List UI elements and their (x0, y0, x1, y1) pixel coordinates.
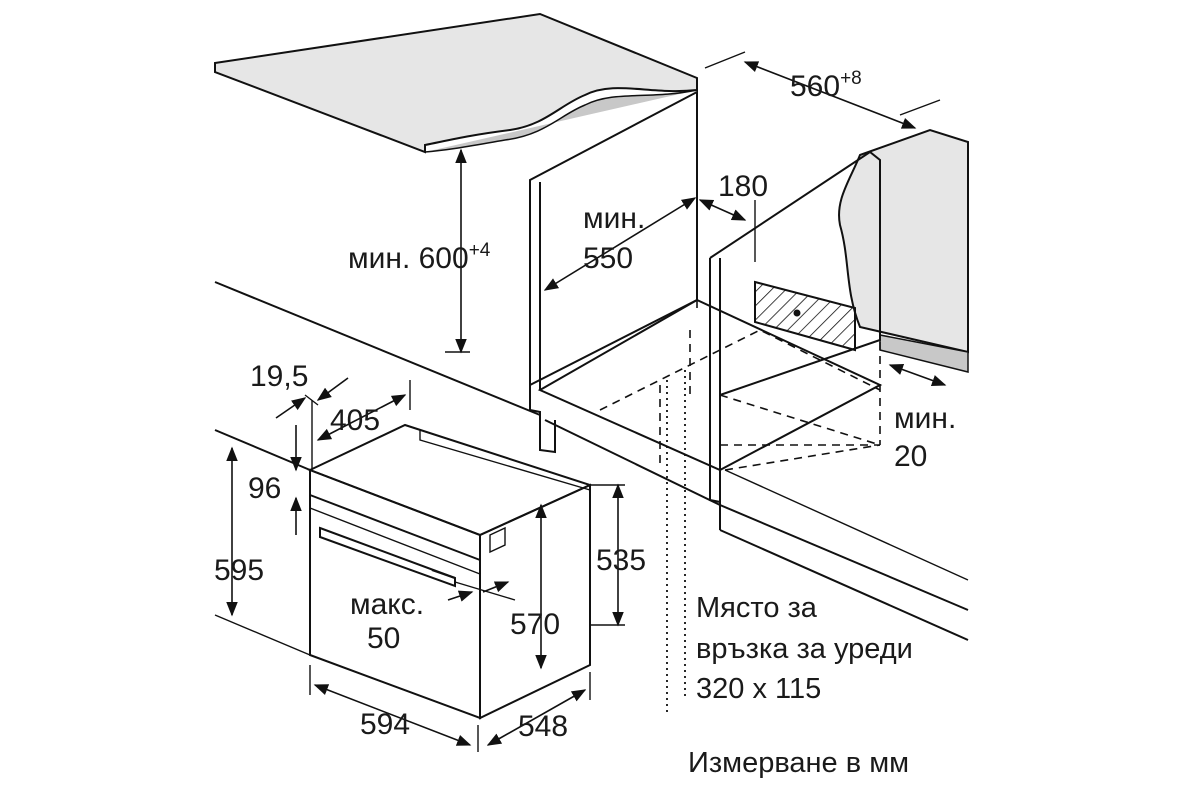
oven-side (479, 483, 591, 720)
oven-front (309, 468, 481, 720)
dimension-labels: 560+8 мин. 600+4 мин. 550 180 мин. 20 19… (214, 68, 956, 743)
inner-height-label: 570 (510, 608, 560, 641)
oven-width-label: 594 (360, 708, 410, 741)
niche-width-label: 560+8 (790, 68, 862, 103)
countertop-left-slab (214, 12, 698, 154)
niche-depth-label-2: 550 (583, 242, 633, 275)
connection-note-line-2: връзка за уреди (696, 633, 913, 665)
countertop-break-edge (424, 89, 698, 153)
handle-clearance-label-2: 50 (367, 622, 400, 655)
cabinet-left-panel (529, 90, 698, 387)
oven-depth-label: 548 (518, 710, 568, 743)
gap-side-label-2: 20 (894, 440, 927, 473)
hidden-lines (599, 160, 881, 471)
connection-note-line-3: 320 x 115 (696, 673, 821, 705)
connection-box-hatch (754, 280, 856, 352)
countertop-right (838, 128, 969, 373)
countertop-right-slab (838, 128, 969, 354)
units-note: Измерване в мм (688, 747, 909, 779)
niche-depth-label-1: мин. (583, 202, 645, 235)
handle-clearance-label-1: макс. (350, 588, 424, 621)
oven (307, 423, 593, 720)
dimension-lines (214, 51, 947, 752)
oven-handle (319, 526, 456, 588)
connection-note: Място за връзка за уреди 320 x 115 (696, 592, 913, 705)
body-height-label: 535 (596, 544, 646, 577)
connection-box (754, 280, 856, 352)
connection-note-line-1: Място за (696, 592, 818, 624)
gap-top-label: 180 (718, 170, 768, 203)
countertop-left (214, 12, 698, 154)
panel-depth-label: 405 (330, 404, 380, 437)
top-strip-label: 96 (248, 472, 281, 505)
oven-top (307, 423, 593, 537)
door-offset-label: 19,5 (250, 360, 308, 393)
gap-side-label-1: мин. (894, 402, 956, 435)
oven-height-label: 595 (214, 554, 264, 587)
niche-height-label: мин. 600+4 (348, 240, 491, 275)
